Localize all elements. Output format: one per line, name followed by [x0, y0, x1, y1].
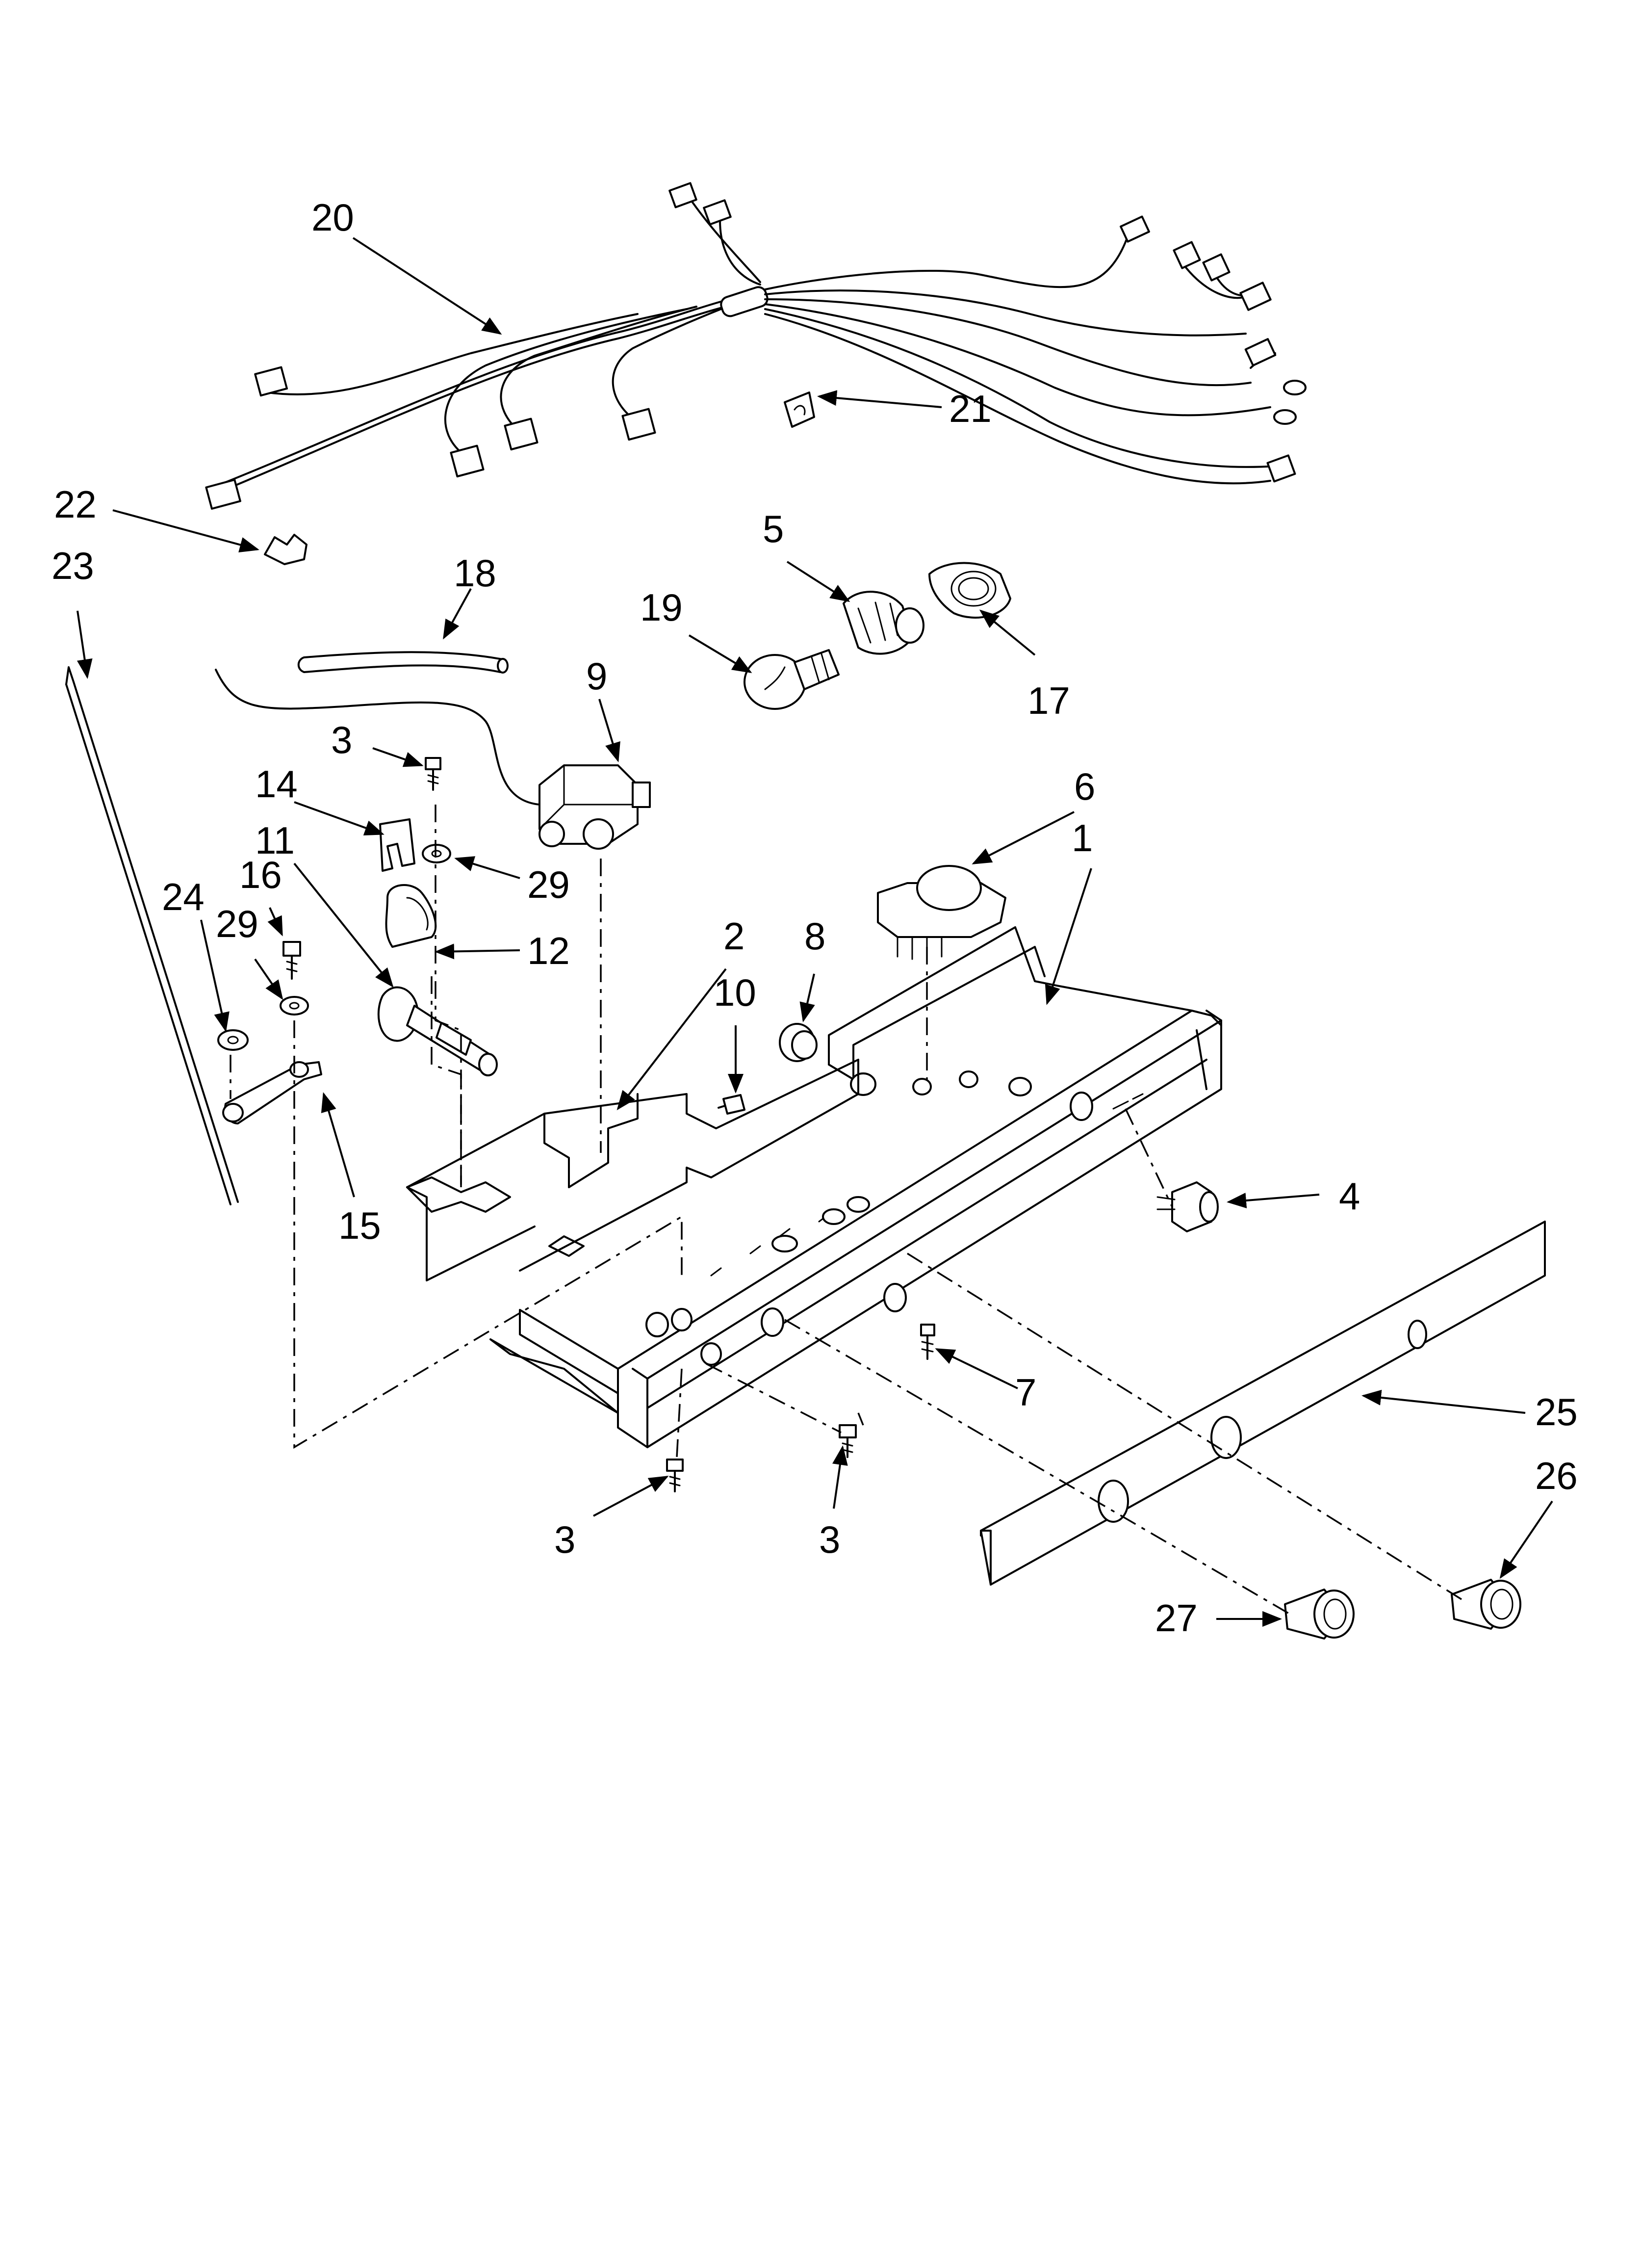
callout-25: 25: [1535, 1390, 1578, 1434]
callout-15: 15: [338, 1204, 381, 1247]
lamp-housing: [928, 562, 1011, 619]
leader-lines: [77, 237, 1553, 1627]
callout-21: 21: [949, 387, 992, 430]
callout-2: 2: [723, 914, 744, 958]
knob-right: [1451, 1579, 1521, 1630]
control-bracket: [406, 1059, 859, 1281]
callout-23: 23: [51, 544, 94, 587]
wire-harness: [205, 182, 1307, 510]
callout-9: 9: [586, 654, 607, 698]
capillary-tube: [215, 669, 540, 806]
washer-far-left: [217, 1029, 249, 1051]
light-bulb: [744, 649, 840, 710]
callout-11: 11: [255, 819, 295, 862]
callout-22: 22: [54, 483, 97, 526]
lamp-socket: [843, 591, 924, 655]
callout-labels: 20 21 22 23 18 5 19 17 9 3 14 11 29 6 1 …: [51, 196, 1578, 1640]
callout-5: 5: [763, 507, 784, 550]
callout-12: 12: [527, 929, 570, 972]
control-rod: [65, 666, 239, 1205]
screw-seven: [920, 1324, 935, 1360]
callout-8: 8: [804, 914, 825, 958]
screw-bottom-left: [666, 1459, 684, 1492]
callout-27: 27: [1155, 1596, 1198, 1640]
callout-29-lower: 29: [216, 902, 258, 945]
defrost-timer: [877, 865, 1006, 960]
clamp-bracket: [385, 884, 437, 948]
control-panel: [980, 1221, 1546, 1586]
washer-upper: [422, 844, 451, 863]
callout-29-upper: 29: [527, 863, 570, 906]
control-lever: [222, 1061, 322, 1124]
callout-26: 26: [1535, 1454, 1578, 1497]
callout-7: 7: [1015, 1371, 1036, 1414]
callout-3-left: 3: [554, 1518, 575, 1561]
callout-3-top: 3: [331, 718, 352, 761]
screw-top: [425, 757, 441, 791]
harness-clip: [264, 534, 308, 565]
thermostat: [539, 764, 651, 850]
callout-20: 20: [311, 196, 354, 239]
callout-16: 16: [239, 853, 282, 896]
screw-left: [282, 941, 301, 980]
plug-button: [779, 1023, 818, 1062]
callout-1: 1: [1072, 816, 1093, 860]
callout-14: 14: [255, 762, 298, 806]
wire-clip: [784, 391, 815, 428]
callout-3-mid: 3: [819, 1518, 840, 1561]
control-housing: [489, 926, 1222, 1448]
callout-10: 10: [714, 971, 756, 1014]
screw-mid: [718, 1094, 745, 1115]
callout-19: 19: [640, 586, 683, 629]
callout-17: 17: [1027, 679, 1070, 722]
control-shaft: [377, 986, 498, 1076]
tube: [297, 651, 509, 674]
callout-18: 18: [454, 551, 496, 595]
callout-6: 6: [1074, 765, 1095, 808]
knob-left: [1284, 1589, 1355, 1640]
washer-left: [280, 996, 309, 1016]
callout-24: 24: [162, 875, 205, 918]
mounting-bracket: [379, 818, 415, 872]
light-switch: [1156, 1181, 1219, 1232]
callout-4: 4: [1339, 1174, 1360, 1218]
alignment-lines: [230, 805, 1462, 1615]
